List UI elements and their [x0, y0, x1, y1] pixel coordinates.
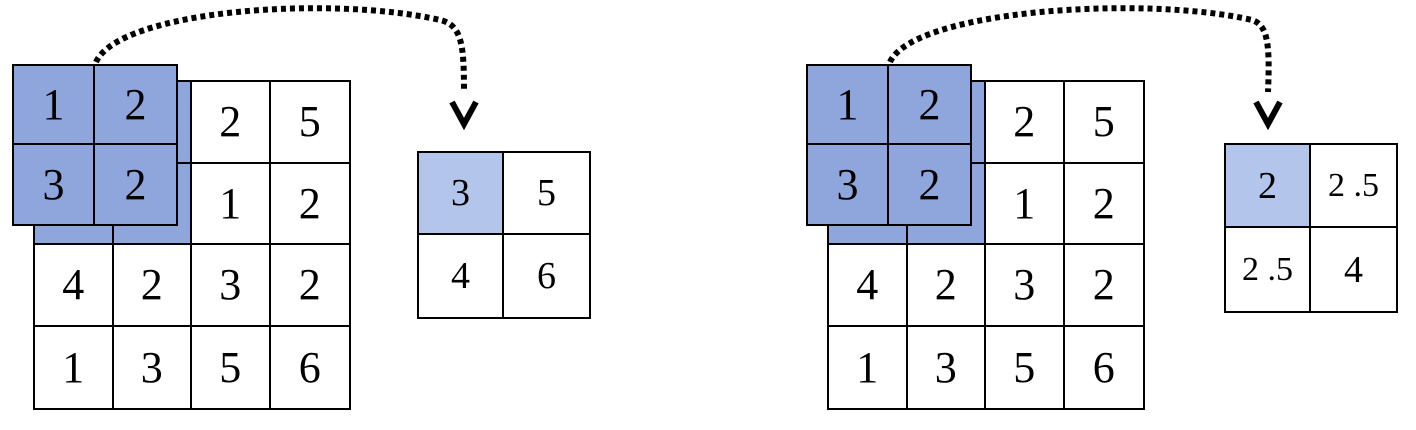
input-cell: 3 [192, 245, 271, 327]
input-cell: 2 [270, 245, 349, 327]
output-cell: 5 [504, 153, 589, 235]
window-cell: 1 [808, 66, 889, 145]
input-cell: 2 [192, 82, 271, 164]
input-cell: 4 [829, 245, 908, 327]
input-cell: 5 [270, 82, 349, 164]
window-cell: 3 [14, 145, 95, 224]
input-cell: 3 [908, 326, 986, 408]
output-matrix: 3 5 4 6 [417, 151, 591, 319]
input-cell: 1 [35, 326, 114, 408]
input-cell: 4 [35, 245, 114, 327]
output-cell: 3 [419, 153, 504, 235]
input-cell: 2 [1064, 245, 1143, 327]
output-cell: 6 [537, 255, 556, 297]
window-cell: 2 [95, 145, 176, 224]
output-cell: 4 [419, 235, 504, 317]
input-cell: 2 [270, 164, 349, 245]
output-cell: 4 [1344, 248, 1363, 291]
input-cell: 2 [986, 82, 1065, 164]
output-matrix: 2 2 .5 2 .5 4 [1224, 143, 1398, 313]
window-cell: 3 [808, 145, 889, 224]
input-cell: 6 [298, 342, 321, 392]
pooling-window: 1 2 3 2 [12, 64, 178, 226]
input-cell: 2 [907, 245, 986, 327]
output-cell: 2 .5 [1311, 145, 1396, 228]
window-cell: 1 [14, 66, 95, 145]
input-cell: 6 [1092, 342, 1115, 392]
pooling-window: 1 2 3 2 [806, 64, 972, 226]
input-cell: 2 [1064, 164, 1143, 245]
window-cell: 2 [889, 66, 970, 145]
input-cell: 3 [986, 245, 1065, 327]
window-cell: 2 [95, 66, 176, 145]
dotted-curved-arrow-icon [93, 5, 479, 131]
dotted-curved-arrow-icon [887, 5, 1283, 131]
input-cell: 5 [986, 326, 1065, 408]
input-cell: 1 [192, 163, 271, 245]
input-cell: 5 [192, 326, 271, 408]
input-cell: 2 [113, 245, 192, 327]
output-cell: 2 [1226, 145, 1311, 228]
window-cell: 2 [889, 145, 970, 224]
input-cell: 5 [1064, 82, 1143, 164]
input-cell: 1 [986, 163, 1065, 245]
average-pooling-panel: 1 2 2 5 3 2 1 2 4 2 3 2 1 3 5 6 1 2 3 2 … [794, 0, 1414, 430]
output-cell: 2 .5 [1226, 228, 1311, 311]
input-cell: 1 [829, 326, 908, 408]
input-cell: 3 [114, 326, 192, 408]
max-pooling-panel: 1 2 2 5 3 2 1 2 4 2 3 2 1 3 5 6 1 2 3 2 … [0, 0, 620, 430]
